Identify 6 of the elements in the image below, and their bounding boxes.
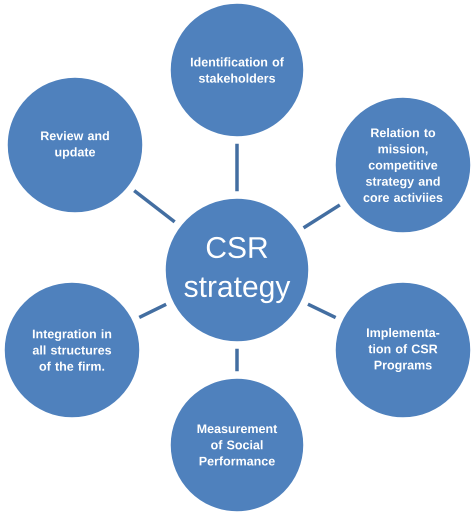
- connector-line: [302, 203, 341, 230]
- connector-line: [307, 302, 336, 320]
- connector-line: [138, 302, 167, 319]
- connector-line: [235, 144, 239, 192]
- connector-line: [235, 348, 239, 372]
- connector-line: [133, 189, 176, 224]
